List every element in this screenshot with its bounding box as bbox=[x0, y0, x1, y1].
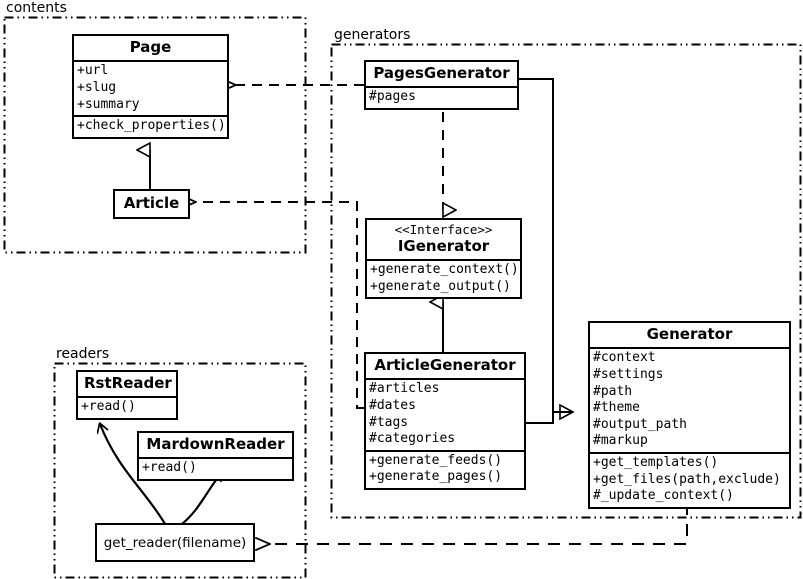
class-igenerator[interactable]: <<Interface>> IGenerator +generate_conte… bbox=[365, 218, 522, 300]
class-pagesgenerator-attributes: #pages bbox=[366, 86, 517, 108]
attribute: #path bbox=[593, 383, 633, 399]
class-mardownreader-methods: +read() bbox=[139, 457, 292, 479]
class-articlegenerator[interactable]: ArticleGenerator #articles #dates #tags … bbox=[364, 352, 526, 490]
class-igenerator-stereotype: <<Interface>> bbox=[394, 222, 493, 237]
class-pagesgenerator-name: PagesGenerator bbox=[373, 64, 510, 82]
class-article-name: Article bbox=[123, 194, 180, 212]
package-label-readers: readers bbox=[54, 346, 112, 362]
attribute: #articles bbox=[369, 381, 440, 397]
function-get-reader[interactable]: get_reader(filename) bbox=[95, 523, 255, 562]
edge-articlegenerator-to-article bbox=[196, 202, 364, 409]
attribute: #context bbox=[593, 350, 656, 366]
method: +generate_context() bbox=[370, 261, 519, 277]
attribute: #categories bbox=[369, 431, 456, 447]
attribute: +url bbox=[77, 63, 109, 79]
class-page[interactable]: Page +url +slug +summary +check_properti… bbox=[72, 34, 229, 139]
class-generator[interactable]: Generator #context #settings #path #them… bbox=[588, 321, 791, 509]
method: +generate_pages() bbox=[369, 469, 503, 485]
attribute: #dates bbox=[369, 397, 416, 413]
class-igenerator-label: IGenerator bbox=[397, 236, 490, 255]
class-page-attributes: +url +slug +summary bbox=[74, 60, 227, 115]
package-frame-contents bbox=[3, 16, 307, 254]
method: +check_properties() bbox=[77, 118, 226, 134]
class-page-name: Page bbox=[129, 38, 172, 56]
package-frame-readers bbox=[53, 362, 307, 579]
method: #_update_context() bbox=[593, 488, 734, 504]
attribute: #pages bbox=[369, 89, 416, 105]
method: +get_templates() bbox=[593, 455, 719, 470]
attribute: +slug bbox=[77, 79, 117, 95]
class-articlegenerator-methods: +generate_feeds() +generate_pages() bbox=[366, 449, 524, 488]
attribute: #output_path bbox=[593, 416, 687, 432]
edge-articlegenerator-to-generator bbox=[526, 411, 573, 424]
class-igenerator-name: <<Interface>> IGenerator bbox=[367, 220, 520, 259]
method: +read() bbox=[142, 460, 197, 476]
class-page-methods: +check_properties() bbox=[74, 115, 227, 137]
method: +read() bbox=[81, 399, 136, 415]
class-generator-name: Generator bbox=[646, 325, 733, 343]
method: +generate_feeds() bbox=[369, 452, 503, 468]
class-rstreader[interactable]: RstReader +read() bbox=[76, 370, 178, 420]
edge-pagesgenerator-to-generator bbox=[519, 78, 573, 412]
class-mardownreader[interactable]: MardownReader +read() bbox=[137, 431, 294, 481]
attribute: #settings bbox=[593, 366, 664, 382]
attribute: #markup bbox=[593, 433, 648, 449]
class-igenerator-methods: +generate_context() +generate_output() bbox=[367, 258, 520, 297]
package-frame-generators bbox=[330, 43, 802, 519]
class-mardownreader-name: MardownReader bbox=[146, 435, 285, 453]
class-rstreader-name: RstReader bbox=[84, 374, 172, 392]
attribute: +summary bbox=[77, 96, 140, 112]
class-article[interactable]: Article bbox=[113, 189, 190, 220]
attribute: #tags bbox=[369, 414, 409, 430]
class-generator-methods: +get_templates() +get_files(path,exclude… bbox=[590, 452, 789, 507]
class-generator-attributes: #context #settings #path #theme #output_… bbox=[590, 347, 789, 452]
class-articlegenerator-attributes: #articles #dates #tags #categories bbox=[366, 378, 524, 450]
method: +generate_output() bbox=[370, 278, 511, 294]
package-label-generators: generators bbox=[332, 27, 413, 43]
function-get-reader-label: get_reader(filename) bbox=[103, 534, 247, 551]
edge-generator-to-getreader bbox=[270, 503, 688, 544]
method: +get_files(path,exclude) bbox=[593, 471, 781, 487]
attribute: #theme bbox=[593, 400, 640, 416]
edge-getreader-to-rstreader bbox=[100, 424, 166, 525]
package-label-contents: contents bbox=[4, 0, 69, 16]
class-pagesgenerator[interactable]: PagesGenerator #pages bbox=[364, 60, 519, 110]
class-rstreader-methods: +read() bbox=[78, 396, 176, 418]
class-articlegenerator-name: ArticleGenerator bbox=[374, 356, 516, 374]
